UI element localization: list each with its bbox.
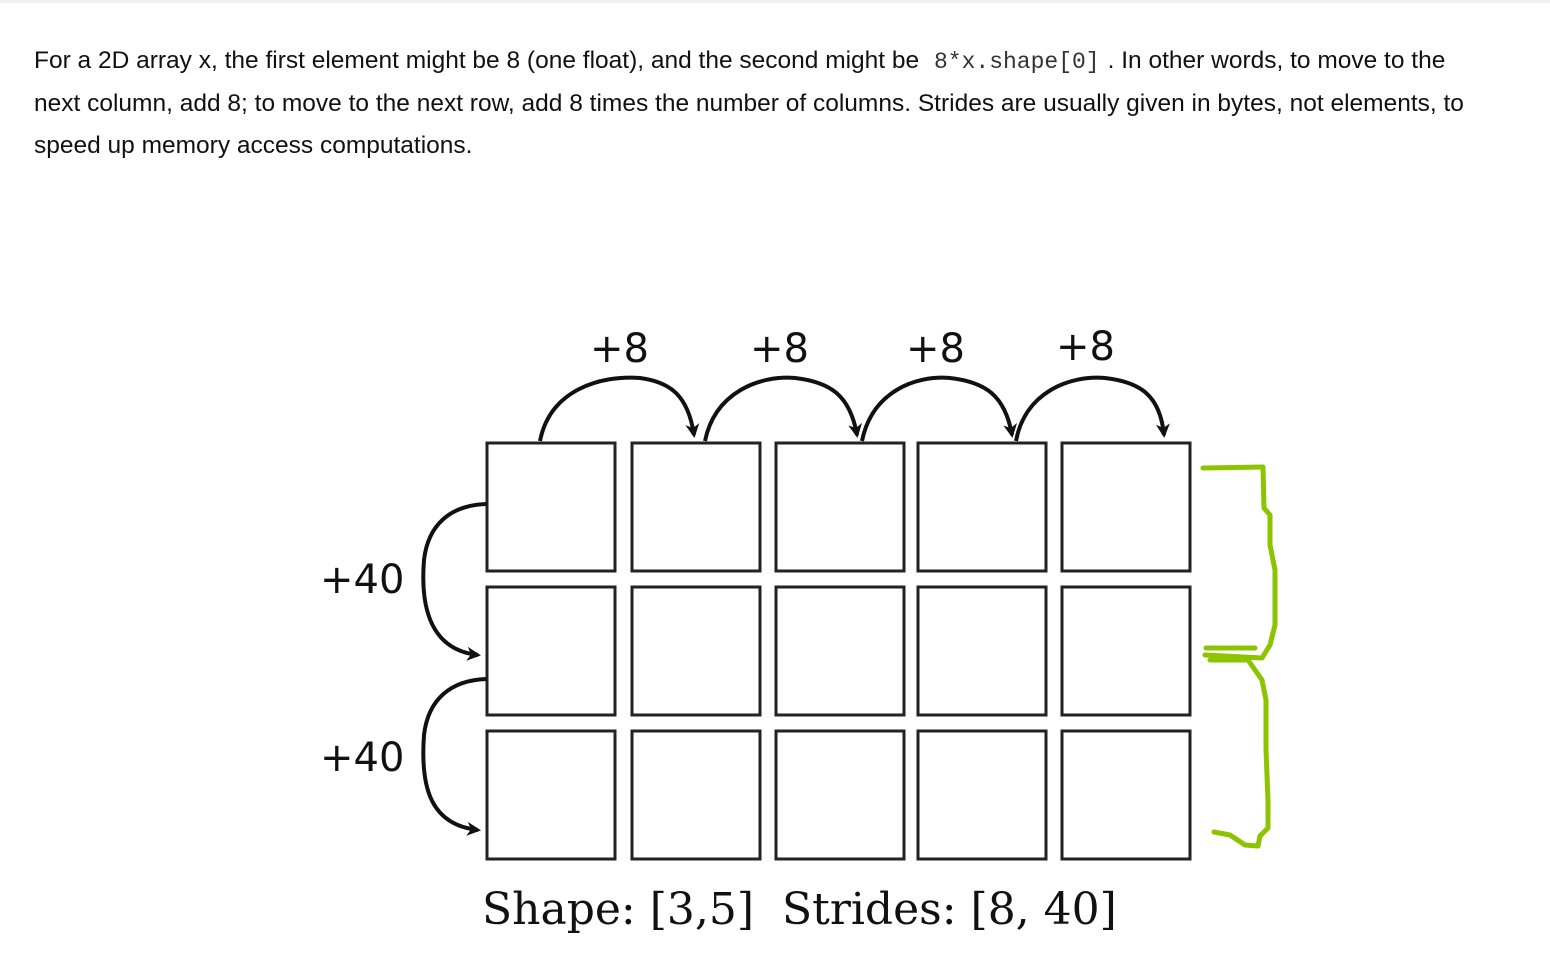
array-cell bbox=[916, 729, 1048, 861]
array-cell bbox=[1060, 441, 1192, 573]
array-cell bbox=[774, 729, 906, 861]
column-step-arrows bbox=[538, 375, 1170, 442]
array-cell bbox=[774, 441, 906, 573]
column-step-label: +8 bbox=[906, 326, 965, 372]
shape-caption: Shape: [3,5] bbox=[482, 884, 754, 935]
row-arrow-2 bbox=[421, 677, 488, 836]
array-cell bbox=[630, 585, 762, 717]
array-cell bbox=[630, 729, 762, 861]
array-cell bbox=[630, 441, 762, 573]
row-step-label: +40 bbox=[320, 557, 404, 603]
array-cell bbox=[1060, 729, 1192, 861]
column-step-label: +8 bbox=[590, 326, 649, 372]
row-step-label: +40 bbox=[320, 735, 404, 781]
row-bracket-1 bbox=[1200, 464, 1278, 661]
body-paragraph: For a 2D array x, the first element migh… bbox=[34, 40, 1474, 167]
array-cell bbox=[485, 585, 617, 717]
array-cell bbox=[774, 585, 906, 717]
row-bracket-2 bbox=[1207, 657, 1271, 849]
array-cell bbox=[916, 441, 1048, 573]
green-bracket-annotations bbox=[1200, 464, 1278, 849]
array-grid bbox=[485, 441, 1192, 861]
array-cell bbox=[1060, 585, 1192, 717]
column-arrow-4 bbox=[1014, 375, 1170, 442]
array-cell bbox=[485, 441, 617, 573]
column-arrow-2 bbox=[703, 375, 862, 442]
column-arrow-1 bbox=[538, 375, 700, 442]
paragraph-text-1: For a 2D array x, the first element migh… bbox=[34, 47, 926, 74]
row-step-arrows bbox=[421, 502, 488, 836]
inline-code: 8*x.shape[0] bbox=[933, 49, 1100, 75]
column-arrow-3 bbox=[860, 375, 1017, 442]
page-top-edge bbox=[0, 0, 1550, 3]
array-cell bbox=[485, 729, 617, 861]
paragraph-text-2: . In other words, to move to the next co… bbox=[34, 47, 1464, 159]
array-cell bbox=[916, 585, 1048, 717]
column-step-label: +8 bbox=[1056, 324, 1115, 370]
row-arrow-1 bbox=[421, 502, 488, 661]
column-step-label: +8 bbox=[750, 326, 809, 372]
strides-caption: Strides: [8, 40] bbox=[782, 884, 1117, 935]
